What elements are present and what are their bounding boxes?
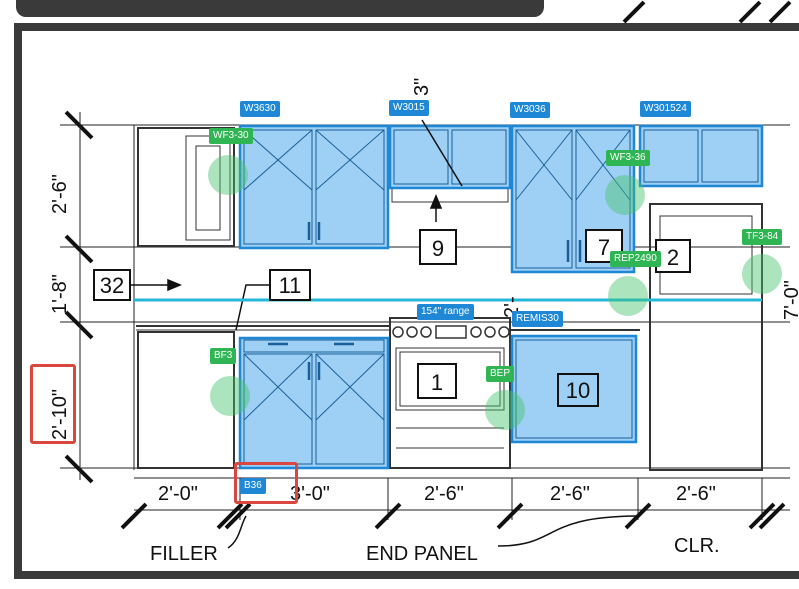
dim-right: 7'-0"	[781, 280, 799, 320]
left-dimension-ticks	[64, 110, 94, 484]
callout-labels: 32 11 9 7 2 1 10	[100, 235, 679, 403]
callout-32: 32	[100, 273, 124, 298]
tag-w3036[interactable]: W3036	[510, 102, 550, 118]
dim-top: 3"	[411, 78, 433, 96]
note-end-panel: END PANEL	[366, 543, 478, 565]
hotspot-wf3-30[interactable]	[208, 155, 248, 195]
hotspot-wf3-36[interactable]	[605, 175, 645, 215]
hotspot-bf3[interactable]	[210, 376, 250, 416]
callout-1: 1	[431, 370, 443, 395]
callout-box-9	[419, 229, 457, 265]
top-toolbar-bar	[16, 0, 544, 17]
hotspot-bep[interactable]	[485, 390, 525, 430]
tag-remis30[interactable]: REMIS30	[512, 311, 563, 327]
tag-tf3-84[interactable]: TF3-84	[742, 229, 783, 245]
tag-b36[interactable]: B36	[240, 478, 266, 494]
callout-11: 11	[279, 273, 302, 298]
cabinet-handles	[268, 222, 582, 380]
callout-9: 9	[432, 236, 444, 261]
bottom-dimension-ticks	[120, 502, 786, 530]
hotspot-rep2490[interactable]	[608, 276, 648, 316]
dim-left-3: 2'-10"	[49, 389, 71, 440]
callout-box-32	[93, 269, 131, 301]
notes: FILLER END PANEL CLR.	[150, 535, 720, 565]
tag-range[interactable]: 154" range	[417, 304, 474, 320]
note-clr: CLR.	[674, 535, 720, 557]
tag-bf3[interactable]: BF3	[210, 348, 237, 364]
callout-10: 10	[566, 378, 590, 403]
cabinet-b36[interactable]	[238, 336, 390, 470]
callout-7: 7	[598, 235, 610, 260]
drawing-frame	[14, 23, 799, 579]
dim-bottom-1: 2'-0"	[158, 483, 198, 505]
note-filler: FILLER	[150, 543, 218, 565]
dim-left-1: 2'-6"	[49, 174, 71, 214]
range-hood	[391, 187, 509, 203]
dim-bottom-4: 2'-6"	[550, 483, 590, 505]
tag-bep[interactable]: BEP	[486, 366, 515, 382]
highlight-left-dimension	[30, 364, 76, 444]
callout-box-11	[269, 269, 311, 301]
leader-lines	[130, 119, 641, 549]
tag-w3015[interactable]: W3015	[389, 100, 429, 116]
top-dimension-ticks	[622, 0, 792, 24]
dim-bottom-2: 3'-0"	[290, 483, 330, 505]
tag-wf3-36[interactable]: WF3-36	[606, 150, 650, 166]
tag-w301524[interactable]: W301524	[640, 101, 691, 117]
dimension-labels: 2'-0" 3'-0" 2'-6" 2'-6" 2'-6" 2'-6" 1'-8…	[49, 78, 799, 505]
tag-rep2490[interactable]: REP2490	[610, 251, 661, 267]
dim-left-2: 1'-8"	[49, 274, 71, 314]
callout-boxes	[93, 229, 691, 407]
callout-box-1	[417, 363, 457, 399]
callout-box-10	[557, 373, 599, 407]
dim-bottom-3: 2'-6"	[424, 483, 464, 505]
hotspot-tf3-84[interactable]	[742, 254, 782, 294]
callout-box-2	[655, 239, 691, 273]
cabinet-w3015[interactable]	[388, 124, 512, 190]
cabinet-door-details	[243, 129, 759, 465]
tag-w3630[interactable]: W3630	[240, 101, 280, 117]
cabinet-w301524[interactable]	[638, 124, 764, 188]
callout-2: 2	[667, 245, 679, 270]
left-tall-cabinet	[137, 127, 235, 469]
countertop	[136, 325, 640, 331]
tag-wf3-30[interactable]: WF3-30	[209, 128, 253, 144]
cabinet-w3630[interactable]	[238, 124, 390, 250]
dim-bottom-5: 2'-6"	[676, 483, 716, 505]
highlight-b36-tag	[234, 462, 298, 504]
